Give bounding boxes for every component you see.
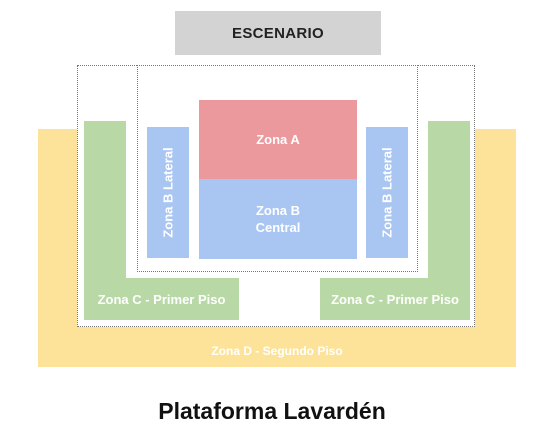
zona-b-central[interactable]: Zona B Central xyxy=(199,179,357,259)
venue-title: Plataforma Lavardén xyxy=(158,397,386,424)
zona-c-right-label: Zona C - Primer Piso xyxy=(331,291,459,307)
stage-label: ESCENARIO xyxy=(232,24,324,42)
zona-c-left-label: Zona C - Primer Piso xyxy=(97,291,226,307)
zona-b-central-label-line1: Zona B xyxy=(255,203,301,218)
stage: ESCENARIO xyxy=(175,11,381,55)
zona-b-lateral-right-label: Zona B Lateral xyxy=(379,147,395,238)
zona-b-lateral-left[interactable]: Zona B Lateral xyxy=(147,127,189,258)
zona-c-left-shelf[interactable] xyxy=(84,278,239,320)
zona-b-central-label-line2: Central xyxy=(255,220,301,235)
zona-b-lateral-left-label: Zona B Lateral xyxy=(160,147,176,238)
zona-c-right-shelf[interactable] xyxy=(320,278,470,320)
zona-a[interactable]: Zona A xyxy=(199,100,357,179)
zona-d-bottom[interactable] xyxy=(38,327,516,367)
zona-b-lateral-right[interactable]: Zona B Lateral xyxy=(366,127,408,258)
zona-d-label: Zona D - Segundo Piso xyxy=(211,344,343,358)
zona-c-left-column[interactable] xyxy=(84,121,126,285)
zona-a-label: Zona A xyxy=(256,132,300,147)
zona-c-right-column[interactable] xyxy=(428,121,470,285)
